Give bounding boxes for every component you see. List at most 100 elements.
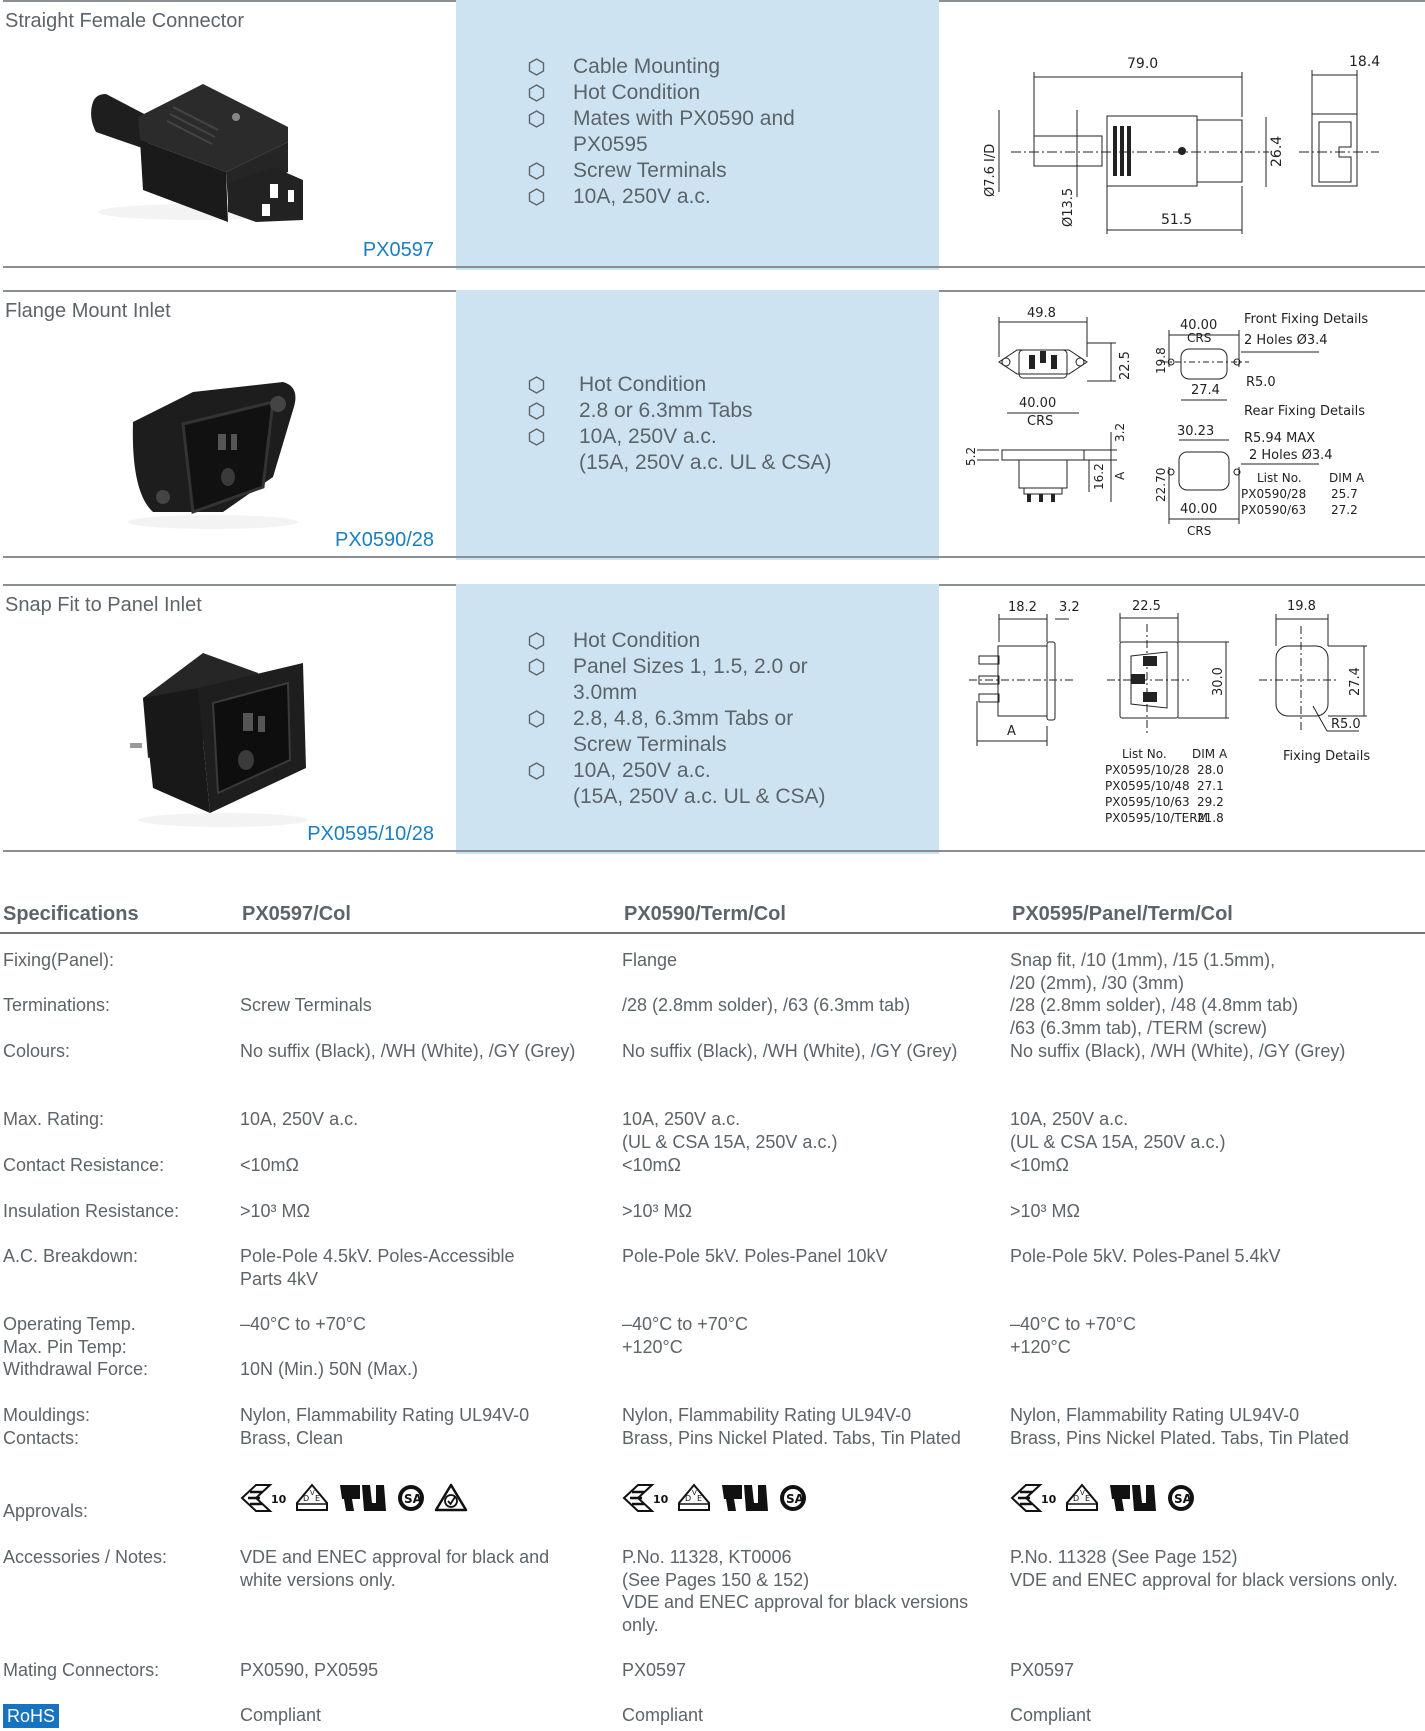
feature-list: Hot Condition 2.8 or 6.3mm Tabs 10A, 250… [528,372,832,476]
svg-text:CRS: CRS [1187,524,1211,538]
svg-text:16.2: 16.2 [1092,463,1106,490]
svg-text:Fixing Details: Fixing Details [1283,749,1370,764]
product-title: Flange Mount Inlet [5,300,171,322]
spec-header-px0597: PX0597/Col [242,903,351,925]
spec-header-px0595: PX0595/Panel/Term/Col [1012,903,1233,925]
dimension-drawing-px0597: 79.0 18.4 Ø7.6 I/D Ø13.5 26.4 51.5 [983,54,1380,234]
svg-text:51.5: 51.5 [1161,212,1192,228]
csa-icon [396,1483,426,1513]
feature-item: 2.8, 4.8, 6.3mm Tabs or Screw Terminals [528,706,826,758]
ul-recognized-icon [338,1483,388,1513]
feature-item: 2.8 or 6.3mm Tabs [528,398,832,424]
spec-table-header: Specifications PX0597/Col PX0590/Term/Co… [0,903,1425,935]
svg-text:27.1: 27.1 [1197,779,1224,793]
hexagon-bullet-icon [528,632,545,650]
hexagon-bullet-icon [528,658,545,676]
svg-text:26.4: 26.4 [1269,136,1285,167]
spec-header-px0590: PX0590/Term/Col [624,903,786,925]
hexagon-bullet-icon [528,762,545,780]
product-photo-cell: Snap Fit to Panel Inlet PX0595/10/28 [3,586,456,850]
feature-item: 10A, 250V a.c. [528,184,795,210]
svg-text:R5.0: R5.0 [1246,375,1276,390]
product-photo-cell: Straight Female Connector PX0597 [3,2,456,266]
svg-text:22.5: 22.5 [1132,599,1161,614]
svg-text:28.0: 28.0 [1197,763,1224,777]
svg-text:30.0: 30.0 [1211,667,1226,696]
spec-header-label: Specifications [3,903,139,925]
csa-icon [1166,1483,1196,1513]
feature-item: Panel Sizes 1, 1.5, 2.0 or 3.0mm [528,654,826,706]
divider [3,850,1425,852]
approval-marks [622,1480,1002,1516]
feature-item: 10A, 250V a.c. (15A, 250V a.c. UL & CSA) [528,424,832,476]
hexagon-bullet-icon [528,376,545,394]
feature-panel: Hot Condition Panel Sizes 1, 1.5, 2.0 or… [456,584,939,854]
enec-10-icon [240,1483,286,1513]
product-code-link[interactable]: PX0597 [362,239,434,261]
dimension-drawing-px0595: 18.2 3.2 A 22.5 30.0 19.8 27.4 R5.0 Fixi… [969,599,1370,825]
svg-text:18.2: 18.2 [1008,600,1037,615]
svg-text:PX0595/10/TERM: PX0595/10/TERM [1105,811,1208,825]
ul-recognized-icon [720,1483,770,1513]
feature-list: Hot Condition Panel Sizes 1, 1.5, 2.0 or… [528,628,826,810]
feature-panel: Hot Condition 2.8 or 6.3mm Tabs 10A, 250… [456,290,939,560]
svg-text:40.00: 40.00 [1180,502,1217,517]
product-title: Straight Female Connector [5,10,245,32]
rcm-icon [434,1483,468,1513]
svg-text:PX0590/28: PX0590/28 [1241,487,1306,501]
divider [3,556,1425,558]
svg-text:PX0595/10/28: PX0595/10/28 [1105,763,1190,777]
hexagon-bullet-icon [528,58,545,76]
svg-text:CRS: CRS [1187,331,1211,345]
svg-text:79.0: 79.0 [1127,56,1158,72]
rohs-badge: RoHS [3,1704,60,1728]
svg-text:PX0595/10/63: PX0595/10/63 [1105,795,1190,809]
divider [0,932,1425,934]
svg-text:PX0590/63: PX0590/63 [1241,503,1306,517]
svg-text:R5.94 MAX: R5.94 MAX [1244,431,1315,446]
ul-recognized-icon [1108,1483,1158,1513]
svg-text:Rear Fixing Details: Rear Fixing Details [1244,404,1365,419]
svg-text:Ø13.5: Ø13.5 [1061,188,1076,227]
svg-text:List No.: List No. [1257,471,1302,485]
hexagon-bullet-icon [528,188,545,206]
svg-text:21.8: 21.8 [1197,811,1224,825]
vde-icon [294,1483,330,1513]
feature-item: Mates with PX0590 and PX0595 [528,106,795,158]
svg-text:2 Holes Ø3.4: 2 Holes Ø3.4 [1249,448,1333,463]
product-title: Snap Fit to Panel Inlet [5,594,202,616]
hexagon-bullet-icon [528,162,545,180]
svg-text:40.00: 40.00 [1180,318,1217,333]
product-code-link[interactable]: PX0595/10/28 [307,823,434,845]
product-row-px0595: Snap Fit to Panel Inlet PX0595/10/28 Hot… [0,584,1425,854]
svg-text:22.5: 22.5 [1118,351,1133,380]
svg-text:3.2: 3.2 [1113,423,1127,442]
divider [3,266,1425,268]
hexagon-bullet-icon [528,84,545,102]
technical-drawing-cell: 49.8 22.5 40.00 CRS 5.2 3.2 16.2 A 40.00… [939,292,1425,556]
feature-panel: Cable Mounting Hot Condition Mates with … [456,0,939,270]
product-row-px0597: Straight Female Connector PX0597 Cable M… [0,0,1425,270]
feature-item: Cable Mounting [528,54,795,80]
product-code-link[interactable]: PX0590/28 [335,529,434,551]
hexagon-bullet-icon [528,110,545,128]
svg-text:PX0595/10/48: PX0595/10/48 [1105,779,1190,793]
technical-drawing-cell: 18.2 3.2 A 22.5 30.0 19.8 27.4 R5.0 Fixi… [939,586,1425,850]
svg-text:List No.: List No. [1122,747,1167,761]
csa-icon [778,1483,808,1513]
svg-text:49.8: 49.8 [1027,306,1056,321]
enec-10-icon [1010,1483,1056,1513]
svg-text:DIM A: DIM A [1329,471,1365,485]
svg-text:40.00: 40.00 [1019,396,1056,411]
svg-text:Front Fixing Details: Front Fixing Details [1244,312,1368,327]
svg-text:29.2: 29.2 [1197,795,1224,809]
svg-text:25.7: 25.7 [1331,487,1358,501]
approval-marks [240,1480,610,1516]
svg-text:Ø7.6 I/D: Ø7.6 I/D [983,144,998,197]
svg-text:CRS: CRS [1027,414,1053,429]
feature-item: 10A, 250V a.c. (15A, 250V a.c. UL & CSA) [528,758,826,810]
feature-item: Hot Condition [528,80,795,106]
svg-text:A: A [1113,471,1127,480]
svg-text:A: A [1007,724,1016,739]
snap-fit-panel-inlet-photo [130,653,308,827]
